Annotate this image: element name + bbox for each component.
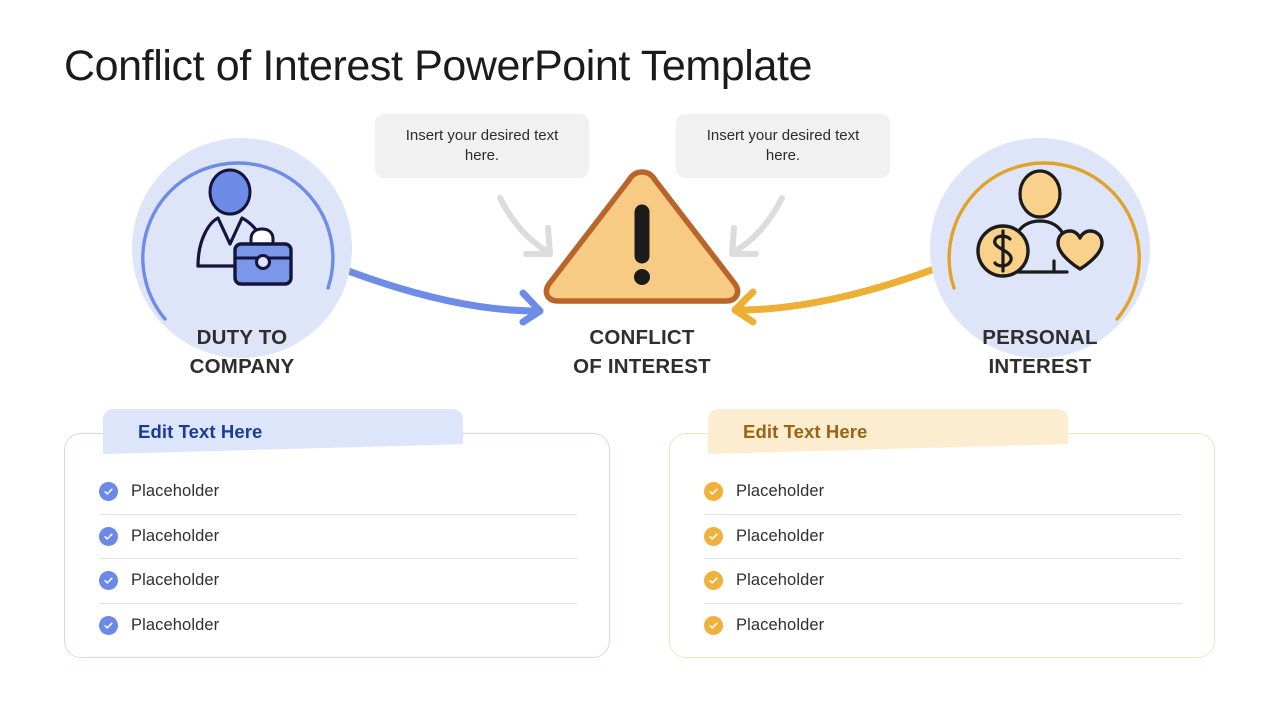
amber-flow-arrow <box>731 257 959 326</box>
conflict-label-line1: CONFLICT <box>589 326 695 349</box>
check-circle-icon <box>704 571 723 591</box>
check-circle-icon <box>99 482 118 502</box>
card-left[interactable]: Edit Text Here Placeholder Placeholder P… <box>64 409 610 658</box>
person-money-heart-icon <box>976 169 1104 278</box>
card-right-header[interactable]: Edit Text Here <box>708 409 1068 454</box>
warning-triangle-icon <box>543 169 741 304</box>
card-left-list: Placeholder Placeholder Placeholder Plac… <box>99 470 577 647</box>
callout-right[interactable]: Insert your desired text here. <box>676 114 890 178</box>
duty-label-line1: DUTY TO <box>196 326 288 349</box>
check-circle-icon <box>99 615 118 635</box>
card-left-header[interactable]: Edit Text Here <box>103 409 463 454</box>
warning-icon-badge <box>532 160 752 305</box>
node-conflict-of-interest[interactable]: CONFLICT OF INTEREST <box>532 160 752 378</box>
duty-icon-badge <box>132 138 352 358</box>
check-circle-icon <box>704 526 723 546</box>
check-circle-icon <box>704 615 723 635</box>
check-circle-icon <box>704 482 723 502</box>
duty-label-line2: COMPANY <box>189 355 295 379</box>
personal-circle-arc <box>947 161 1141 321</box>
check-circle-icon <box>99 571 118 591</box>
duty-circle-arc <box>141 161 335 321</box>
conflict-label-line2: OF INTEREST <box>573 355 711 379</box>
list-item[interactable]: Placeholder <box>704 470 1182 515</box>
list-item-label: Placeholder <box>736 526 825 545</box>
card-right[interactable]: Edit Text Here Placeholder Placeholder P… <box>669 409 1215 658</box>
node-personal-interest[interactable]: PERSONAL INTEREST <box>930 138 1150 378</box>
card-right-list: Placeholder Placeholder Placeholder Plac… <box>704 470 1182 647</box>
list-item-label: Placeholder <box>131 482 220 501</box>
list-item-label: Placeholder <box>131 526 220 545</box>
list-item-label: Placeholder <box>736 482 825 501</box>
list-item[interactable]: Placeholder <box>99 604 577 648</box>
node-duty-to-company[interactable]: DUTY TO COMPANY <box>132 138 352 378</box>
conflict-node-label: CONFLICT OF INTEREST <box>532 323 752 381</box>
list-item[interactable]: Placeholder <box>99 470 577 515</box>
list-item-label: Placeholder <box>131 615 220 634</box>
page-title: Conflict of Interest PowerPoint Template <box>64 42 813 90</box>
list-item[interactable]: Placeholder <box>704 604 1182 648</box>
personal-label-line2: INTEREST <box>988 355 1092 379</box>
callout-left[interactable]: Insert your desired text here. <box>375 114 589 178</box>
blue-flow-arrow <box>321 258 544 326</box>
personal-icon-badge <box>930 138 1150 358</box>
list-item[interactable]: Placeholder <box>99 559 577 604</box>
personal-node-label: PERSONAL INTEREST <box>930 323 1150 381</box>
list-item[interactable]: Placeholder <box>704 515 1182 559</box>
list-item-label: Placeholder <box>736 571 825 590</box>
businessperson-briefcase-icon <box>196 168 293 286</box>
list-item[interactable]: Placeholder <box>704 559 1182 604</box>
list-item-label: Placeholder <box>131 571 220 590</box>
list-item-label: Placeholder <box>736 615 825 634</box>
check-circle-icon <box>99 526 118 546</box>
personal-label-line1: PERSONAL <box>982 326 1098 349</box>
duty-node-label: DUTY TO COMPANY <box>132 323 352 381</box>
list-item[interactable]: Placeholder <box>99 515 577 559</box>
